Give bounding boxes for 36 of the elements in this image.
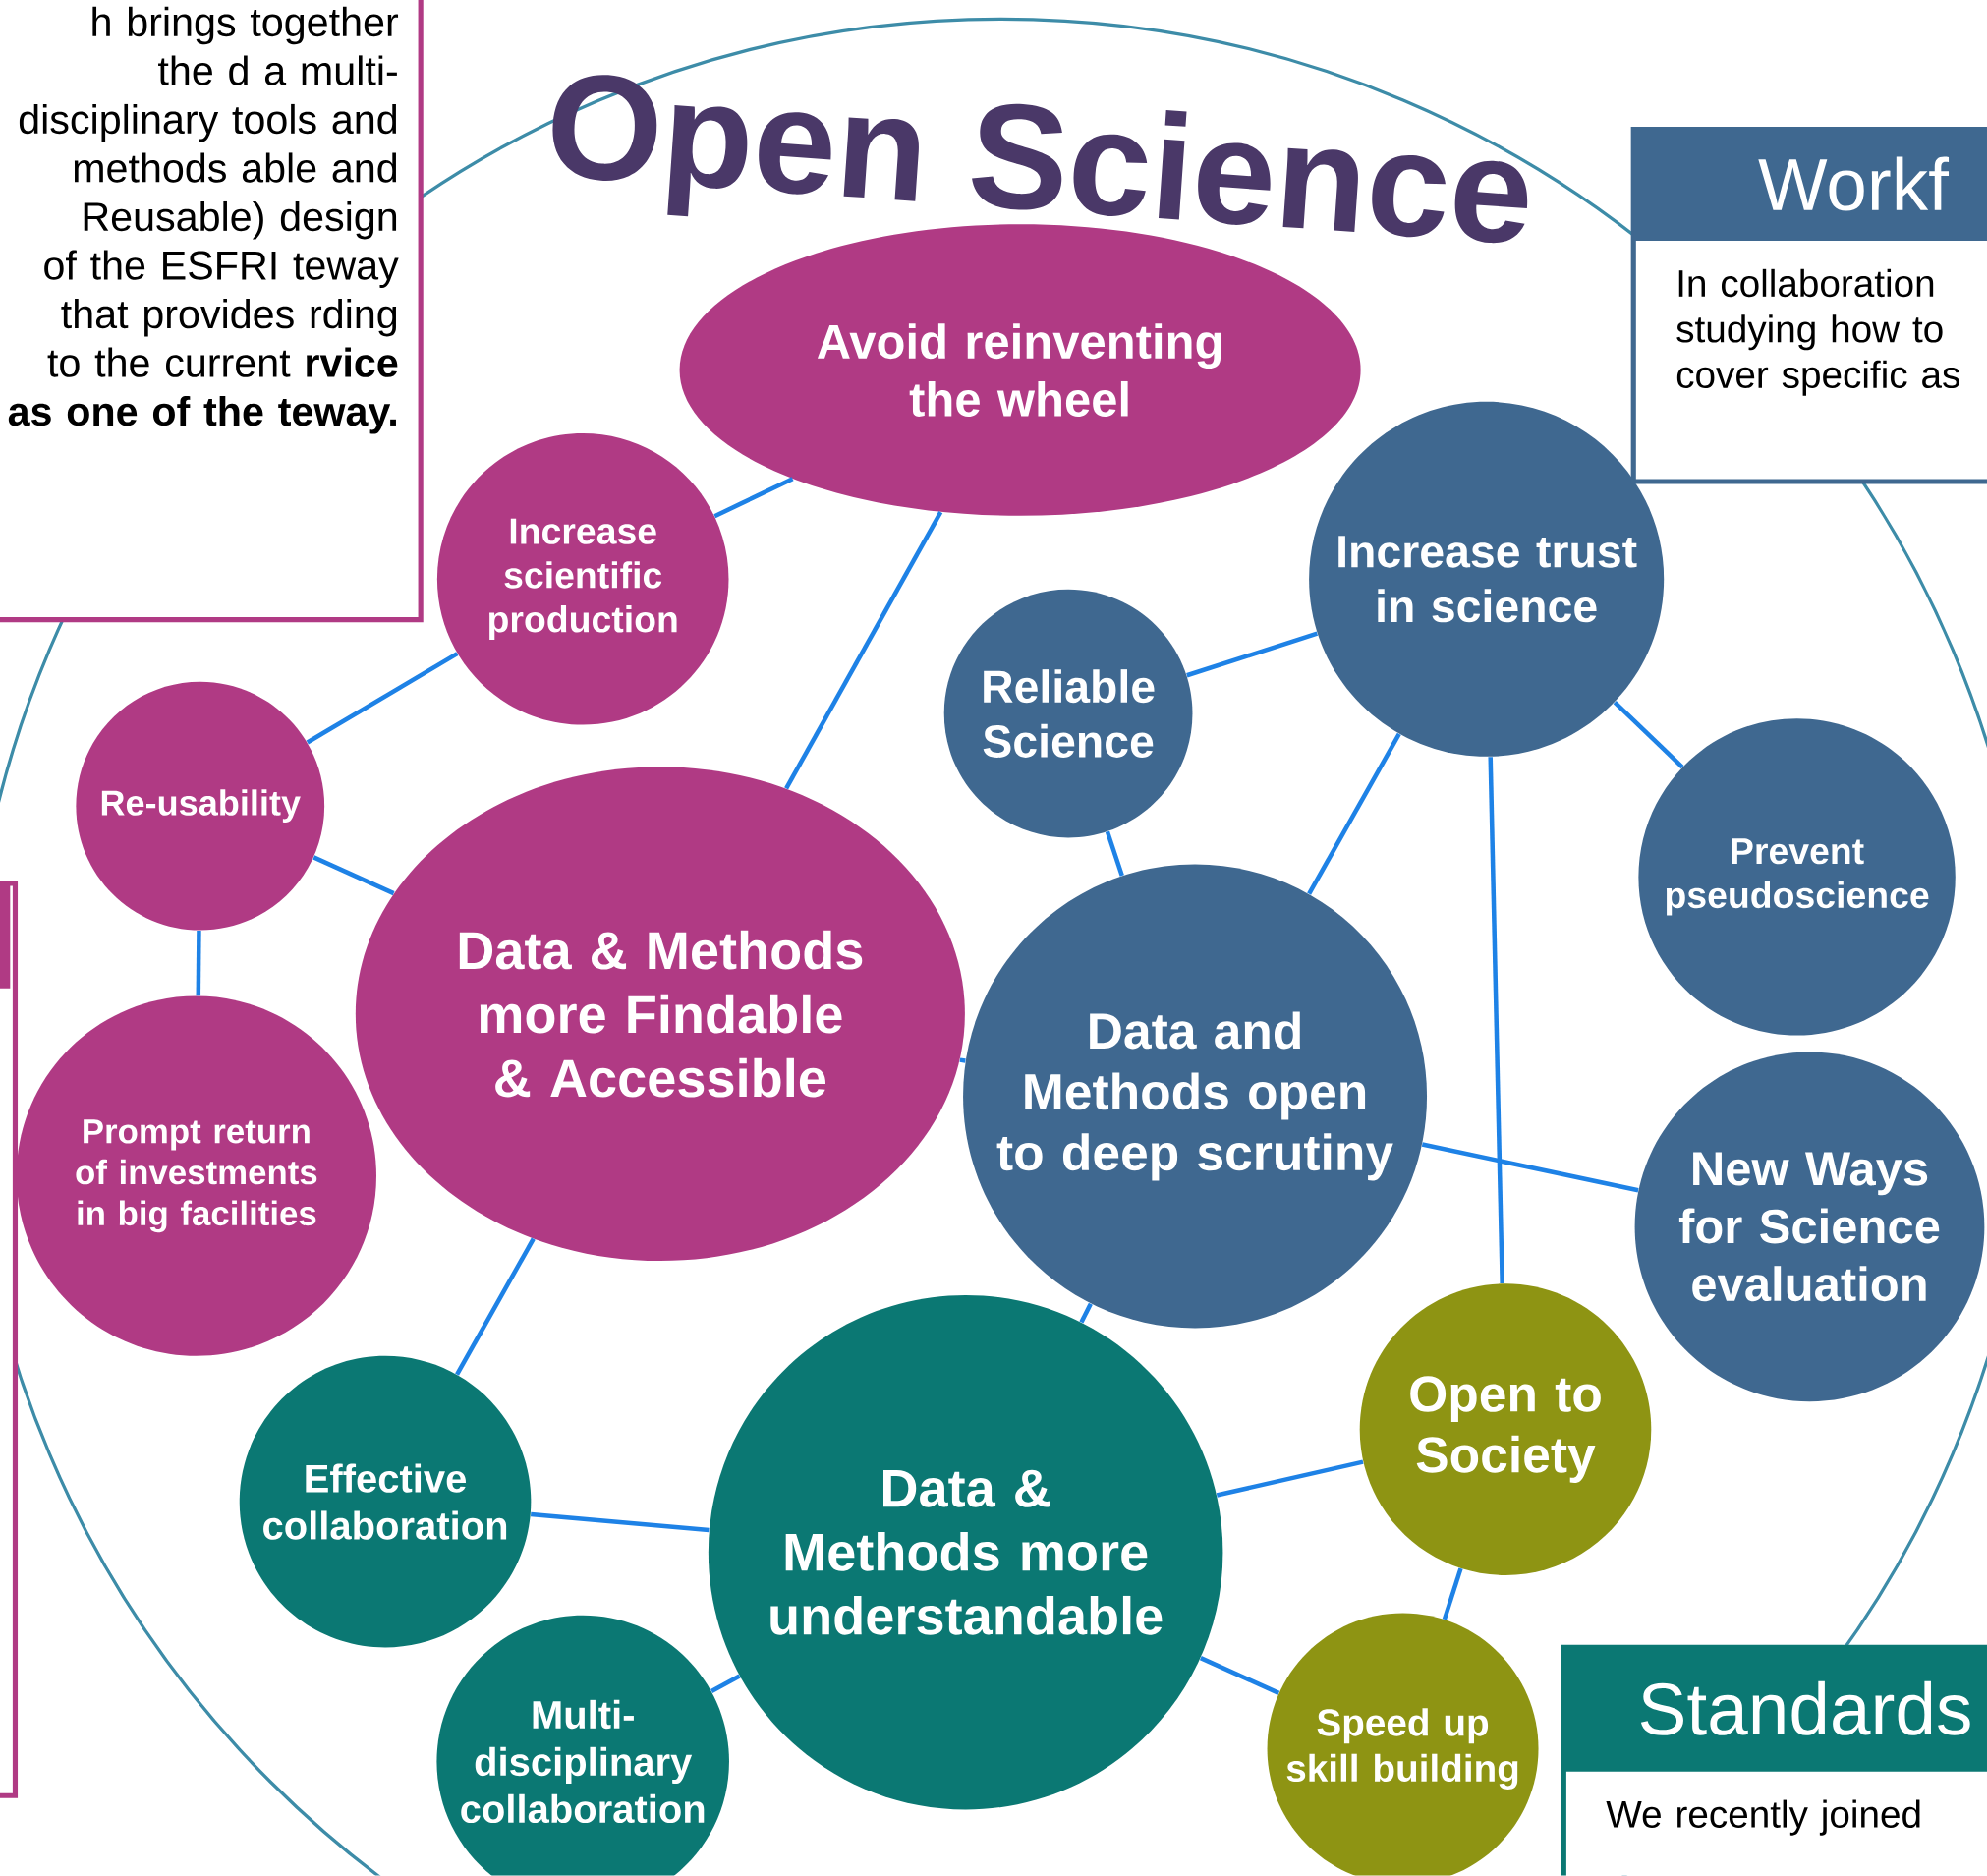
connector-line (1442, 1567, 1463, 1620)
circle-bubble: Increase scientific production (436, 433, 729, 725)
connector-line (1421, 1142, 1639, 1193)
connector-line (1613, 701, 1684, 769)
circle-bubble: Speed up skill building (1267, 1613, 1539, 1876)
connector-line (710, 1674, 741, 1694)
connector-line (1105, 830, 1124, 877)
connector-line (959, 1057, 966, 1063)
text-box: h brings together the d a multi-disciplinary tools and methods able and Reusable) design of the ESFRI teway that provides rding to the current rvice as one of the teway. (0, 0, 424, 623)
connector-line (196, 931, 201, 996)
connector-line (1079, 1302, 1093, 1324)
circle-bubble: Data & Methods more understandable (708, 1295, 1223, 1810)
circle-bubble: Multi-disciplinary collaboration (436, 1615, 729, 1876)
connector-line (1199, 1656, 1280, 1696)
circle-bubble: Open to Society (1359, 1283, 1652, 1576)
text-box: Workf In collaboration studying how to cover specific as (1630, 127, 1987, 484)
connector-line (784, 511, 943, 790)
connector-line (312, 855, 395, 896)
text-box (0, 881, 19, 1799)
circle-bubble: Increase trust in science (1309, 402, 1665, 758)
circle-bubble: Prompt return of investments in big facilities (16, 995, 376, 1357)
connector-line (306, 652, 459, 745)
connector-line (713, 477, 794, 519)
connector-line (1186, 631, 1319, 678)
text-box: Standards We recently joined (1561, 1645, 1987, 1876)
connector-line (530, 1512, 710, 1533)
connector-line (1216, 1459, 1364, 1498)
circle-bubble: Effective collaboration (239, 1356, 532, 1648)
connector-line (1488, 757, 1504, 1284)
connector-line (1307, 733, 1401, 895)
circle-bubble: Reliable Science (943, 589, 1193, 838)
connector-line (455, 1237, 536, 1376)
circle-bubble: Re-usability (76, 682, 325, 931)
circle-bubble: Data and Methods open to deep scrutiny (963, 864, 1428, 1329)
circle-bubble: Prevent pseudoscience (1638, 718, 1956, 1036)
circle-bubble: New Ways for Science evaluation (1634, 1052, 1985, 1402)
